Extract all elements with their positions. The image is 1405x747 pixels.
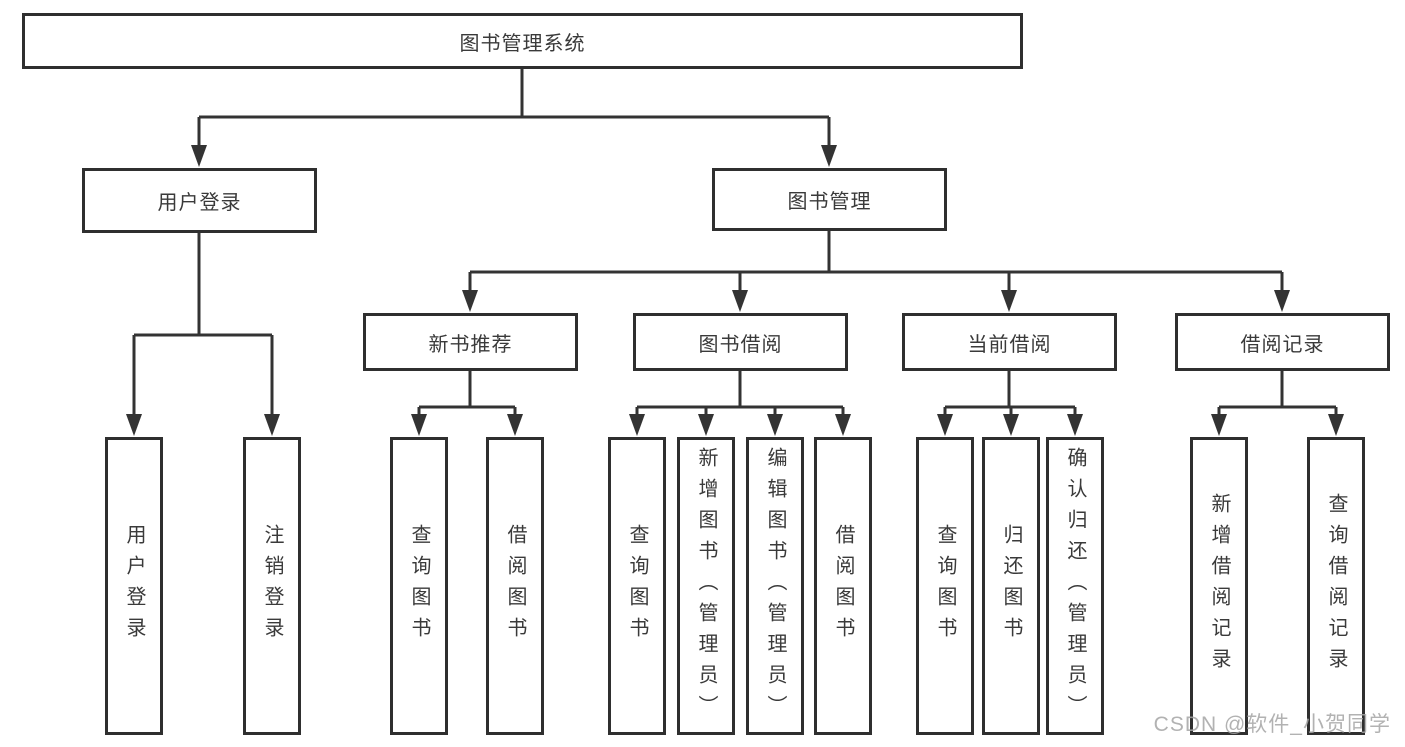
node-user-login-label: 用户登录 bbox=[123, 524, 145, 648]
node-nb-query-book-label: 查询图书 bbox=[408, 524, 430, 648]
node-book-borrow-label: 图书借阅 bbox=[698, 333, 783, 356]
arrowhead-icon bbox=[1211, 414, 1227, 436]
node-book-borrow: 图书借阅 bbox=[633, 313, 848, 371]
node-cb-confirm-return-label: 确认归还（管理员） bbox=[1064, 446, 1086, 726]
node-book-mgmt-label: 图书管理 bbox=[787, 191, 872, 213]
node-br-query-record: 查询借阅记录 bbox=[1307, 437, 1365, 735]
node-user-login-group-label: 用户登录 bbox=[157, 192, 242, 214]
arrowhead-icon bbox=[835, 414, 851, 436]
node-nb-query-book: 查询图书 bbox=[390, 437, 448, 735]
node-current-borrow-label: 当前借阅 bbox=[967, 333, 1052, 356]
node-new-book-rec: 新书推荐 bbox=[363, 313, 578, 371]
csdn-watermark: CSDN @软件_小贺同学 bbox=[1153, 713, 1391, 736]
arrowhead-icon bbox=[462, 290, 478, 312]
node-br-query-record-label: 查询借阅记录 bbox=[1325, 493, 1347, 679]
arrowhead-icon bbox=[191, 145, 207, 167]
node-nb-borrow-book-label: 借阅图书 bbox=[504, 524, 526, 648]
node-bb-borrow-book-label: 借阅图书 bbox=[832, 524, 854, 648]
arrowhead-icon bbox=[1003, 414, 1019, 436]
node-root-label: 图书管理系统 bbox=[459, 32, 586, 55]
arrowhead-icon bbox=[1001, 290, 1017, 312]
node-bb-borrow-book: 借阅图书 bbox=[814, 437, 872, 735]
node-logout-login: 注销登录 bbox=[243, 437, 301, 735]
node-bb-query-book: 查询图书 bbox=[608, 437, 666, 735]
arrowhead-icon bbox=[126, 414, 142, 436]
arrowheads bbox=[126, 145, 1344, 436]
node-bb-edit-book: 编辑图书（管理员） bbox=[746, 437, 804, 735]
node-nb-borrow-book: 借阅图书 bbox=[486, 437, 544, 735]
node-logout-login-label: 注销登录 bbox=[261, 524, 283, 648]
node-borrow-record-label: 借阅记录 bbox=[1240, 333, 1325, 356]
node-cb-return-book-label: 归还图书 bbox=[1000, 524, 1022, 648]
arrowhead-icon bbox=[821, 145, 837, 167]
node-user-login: 用户登录 bbox=[105, 437, 163, 735]
arrowhead-icon bbox=[507, 414, 523, 436]
node-borrow-record: 借阅记录 bbox=[1175, 313, 1390, 371]
node-new-book-rec-label: 新书推荐 bbox=[428, 333, 513, 356]
arrowhead-icon bbox=[1328, 414, 1344, 436]
arrowhead-icon bbox=[1274, 290, 1290, 312]
node-book-mgmt: 图书管理 bbox=[712, 168, 947, 231]
node-bb-query-book-label: 查询图书 bbox=[626, 524, 648, 648]
arrowhead-icon bbox=[767, 414, 783, 436]
node-root: 图书管理系统 bbox=[22, 13, 1023, 69]
arrowhead-icon bbox=[1067, 414, 1083, 436]
arrowhead-icon bbox=[264, 414, 280, 436]
arrowhead-icon bbox=[937, 414, 953, 436]
node-bb-add-book: 新增图书（管理员） bbox=[677, 437, 735, 735]
arrowhead-icon bbox=[411, 414, 427, 436]
node-cb-return-book: 归还图书 bbox=[982, 437, 1040, 735]
node-br-add-record: 新增借阅记录 bbox=[1190, 437, 1248, 735]
node-current-borrow: 当前借阅 bbox=[902, 313, 1117, 371]
node-bb-add-book-label: 新增图书（管理员） bbox=[695, 446, 717, 726]
connector-path bbox=[132, 69, 1338, 416]
arrowhead-icon bbox=[732, 290, 748, 312]
node-br-add-record-label: 新增借阅记录 bbox=[1208, 493, 1230, 679]
arrowhead-icon bbox=[698, 414, 714, 436]
node-user-login-group: 用户登录 bbox=[82, 168, 317, 233]
arrowhead-icon bbox=[629, 414, 645, 436]
node-cb-query-book: 查询图书 bbox=[916, 437, 974, 735]
node-cb-confirm-return: 确认归还（管理员） bbox=[1046, 437, 1104, 735]
node-cb-query-book-label: 查询图书 bbox=[934, 524, 956, 648]
node-bb-edit-book-label: 编辑图书（管理员） bbox=[764, 446, 786, 726]
